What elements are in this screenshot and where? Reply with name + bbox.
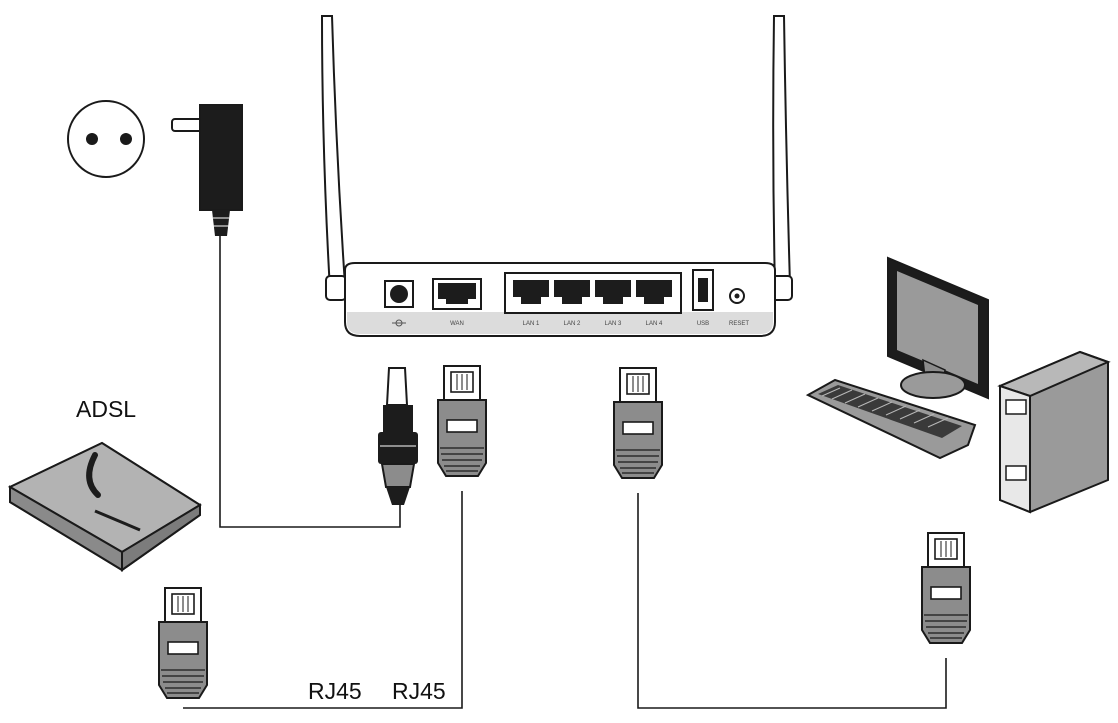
power-socket-icon: [67, 100, 145, 178]
power-plug-icon: [378, 367, 418, 505]
rj45-connector-icon: [921, 532, 971, 644]
lan-cable: [637, 493, 947, 709]
monitor-icon: [887, 256, 989, 400]
port-label-reset: RESET: [729, 321, 749, 327]
antenna-icon: [320, 15, 347, 301]
port-label-lan2: LAN 2: [564, 321, 581, 327]
antenna-icon: [771, 15, 793, 301]
lan-port-1: [513, 280, 549, 304]
rj45-connector-icon: [613, 367, 663, 479]
lan-port-4: [636, 280, 672, 304]
cables: [183, 236, 947, 709]
port-label-lan4: LAN 4: [646, 321, 663, 327]
rj45-connector-icon: [437, 365, 487, 477]
port-label-wan: WAN: [450, 321, 464, 327]
lan-port-3: [595, 280, 631, 304]
keyboard-icon: [805, 378, 977, 460]
rj45-label-left: RJ45: [308, 678, 362, 704]
lan-port-2: [554, 280, 590, 304]
pc-tower-icon: [997, 350, 1111, 514]
port-label-lan1: LAN 1: [523, 321, 540, 327]
rj45-label-right: RJ45: [392, 678, 446, 704]
router-icon: WAN LAN 1 LAN 2 LAN 3 LAN 4 USB RESET: [320, 15, 793, 337]
power-symbol-icon: [392, 319, 406, 327]
wan-cable: [183, 491, 463, 709]
adsl-label: ADSL: [76, 396, 137, 422]
rj45-connector-icon: [158, 587, 208, 699]
port-label-usb: USB: [697, 321, 709, 327]
adsl-modem-icon: [7, 441, 202, 572]
power-cable: [219, 236, 401, 528]
power-adapter-icon: [171, 104, 243, 236]
port-label-lan3: LAN 3: [605, 321, 622, 327]
